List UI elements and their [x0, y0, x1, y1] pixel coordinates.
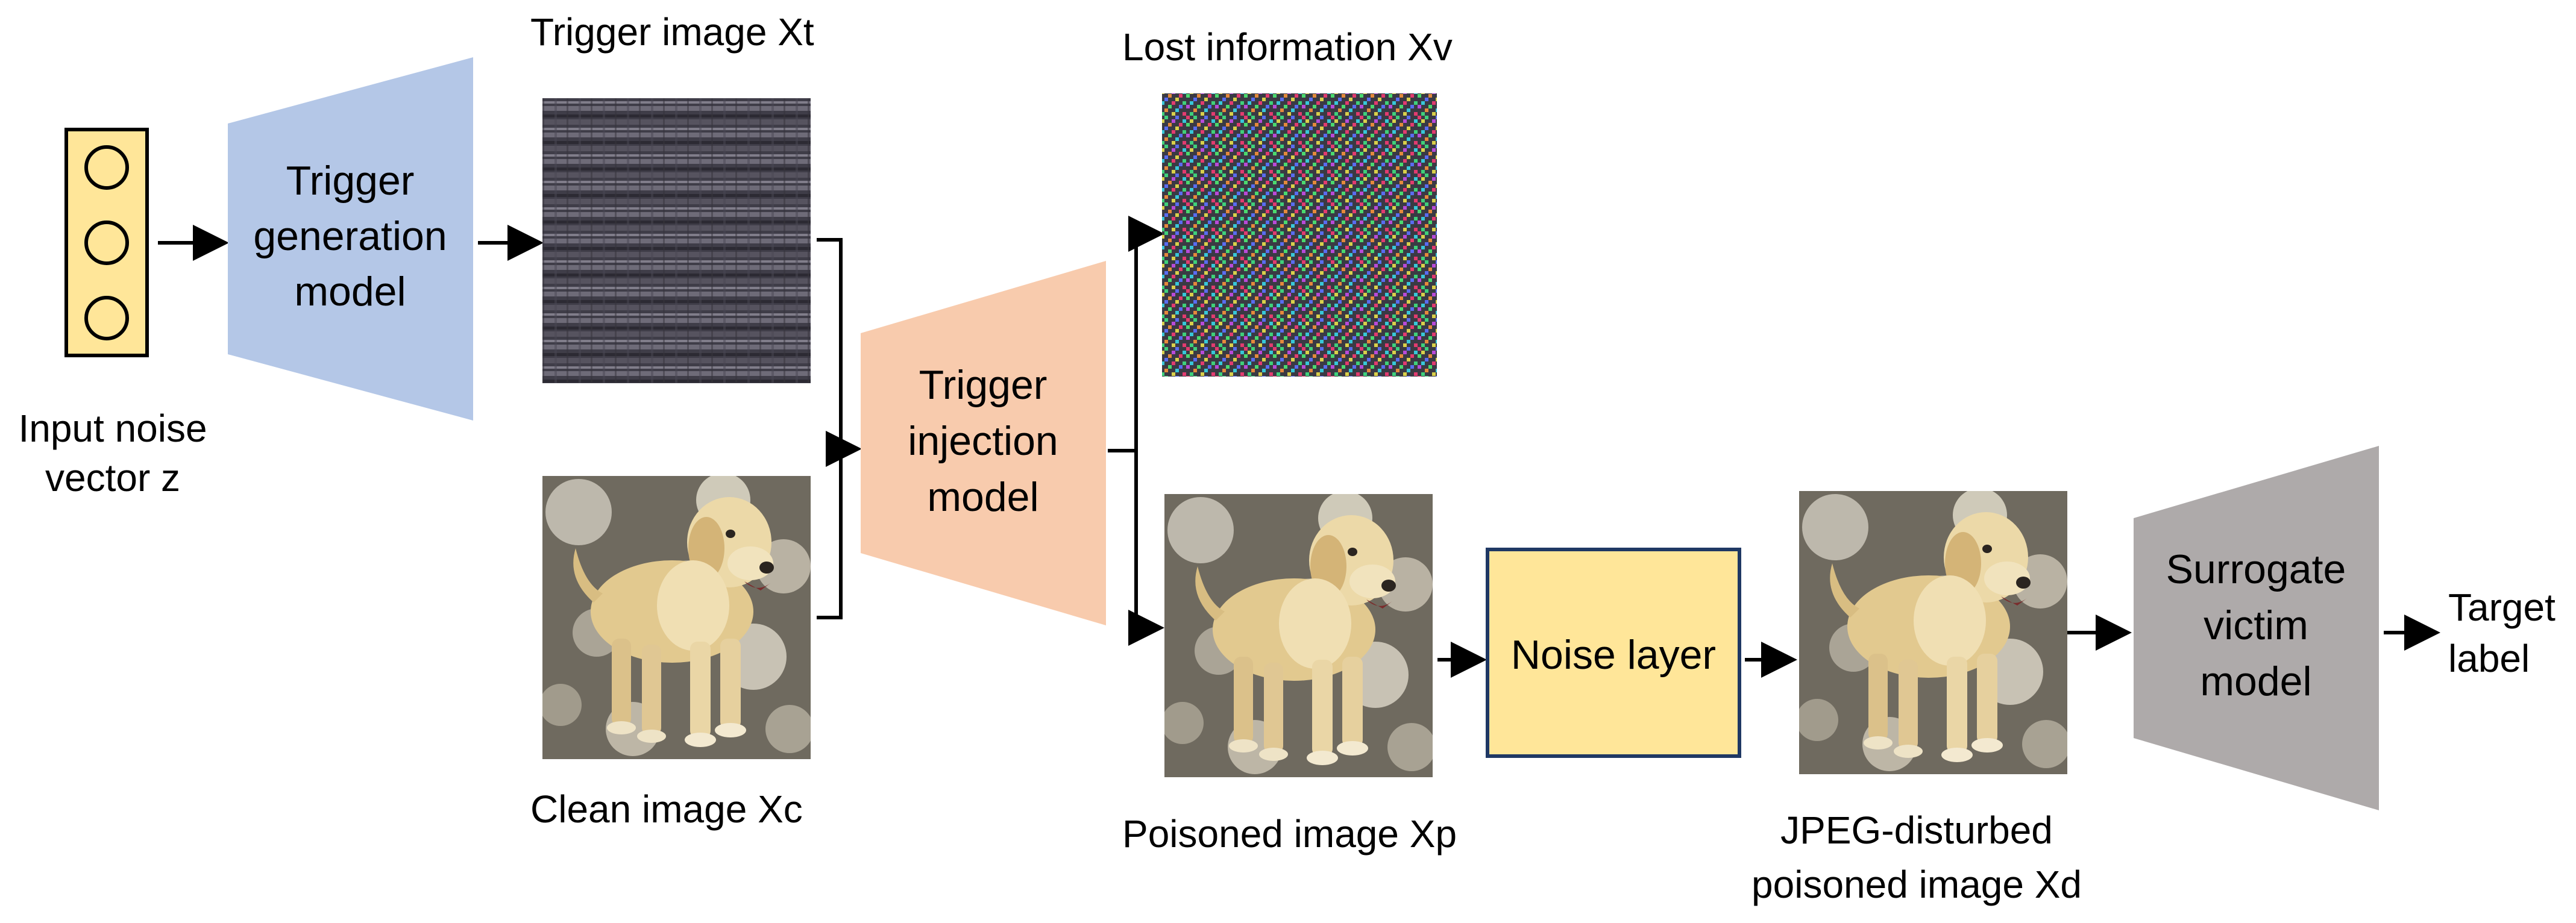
trigger-injection-label-line3: model [927, 474, 1038, 520]
trigger-injection-model-shape [861, 261, 1106, 625]
poisoned-image [1161, 491, 1436, 777]
input-noise-label-line1: Input noise [18, 407, 207, 450]
target-label-line2: label [2448, 637, 2530, 680]
lost-information-image [1162, 93, 1437, 377]
surrogate-victim-model-shape [2134, 446, 2379, 810]
trigger-image [542, 98, 811, 383]
target-label-line1: Target [2448, 586, 2556, 629]
jpeg-disturbed-image [1796, 488, 2070, 774]
lost-information-label: Lost information Xv [1122, 25, 1453, 69]
surrogate-victim-label-line1: Surrogate [2166, 546, 2346, 592]
trigger-generation-label-line3: model [294, 269, 406, 314]
noise-layer-label: Noise layer [1511, 632, 1716, 678]
trigger-image-label: Trigger image Xt [530, 10, 814, 54]
input-noise-label-line2: vector z [45, 456, 180, 499]
trigger-injection-label-line2: injection [908, 418, 1058, 464]
noise-layer-box [1486, 548, 1741, 758]
trigger-generation-model-shape [228, 57, 473, 421]
clean-image-label: Clean image Xc [530, 787, 803, 831]
surrogate-victim-label-line2: victim [2204, 602, 2308, 648]
input-noise-vector [64, 128, 149, 357]
trigger-injection-label-line1: Trigger [919, 362, 1048, 408]
surrogate-victim-label-line3: model [2200, 659, 2311, 704]
trigger-generation-label-line2: generation [253, 213, 447, 259]
jpeg-disturbed-label-line2: poisoned image Xd [1751, 863, 2082, 906]
poisoned-image-label: Poisoned image Xp [1122, 812, 1457, 856]
trigger-generation-label-line1: Trigger [286, 158, 415, 204]
connector-trigger-bracket [817, 238, 843, 619]
clean-image [539, 473, 814, 759]
jpeg-disturbed-label-line1: JPEG-disturbed [1780, 809, 2053, 852]
